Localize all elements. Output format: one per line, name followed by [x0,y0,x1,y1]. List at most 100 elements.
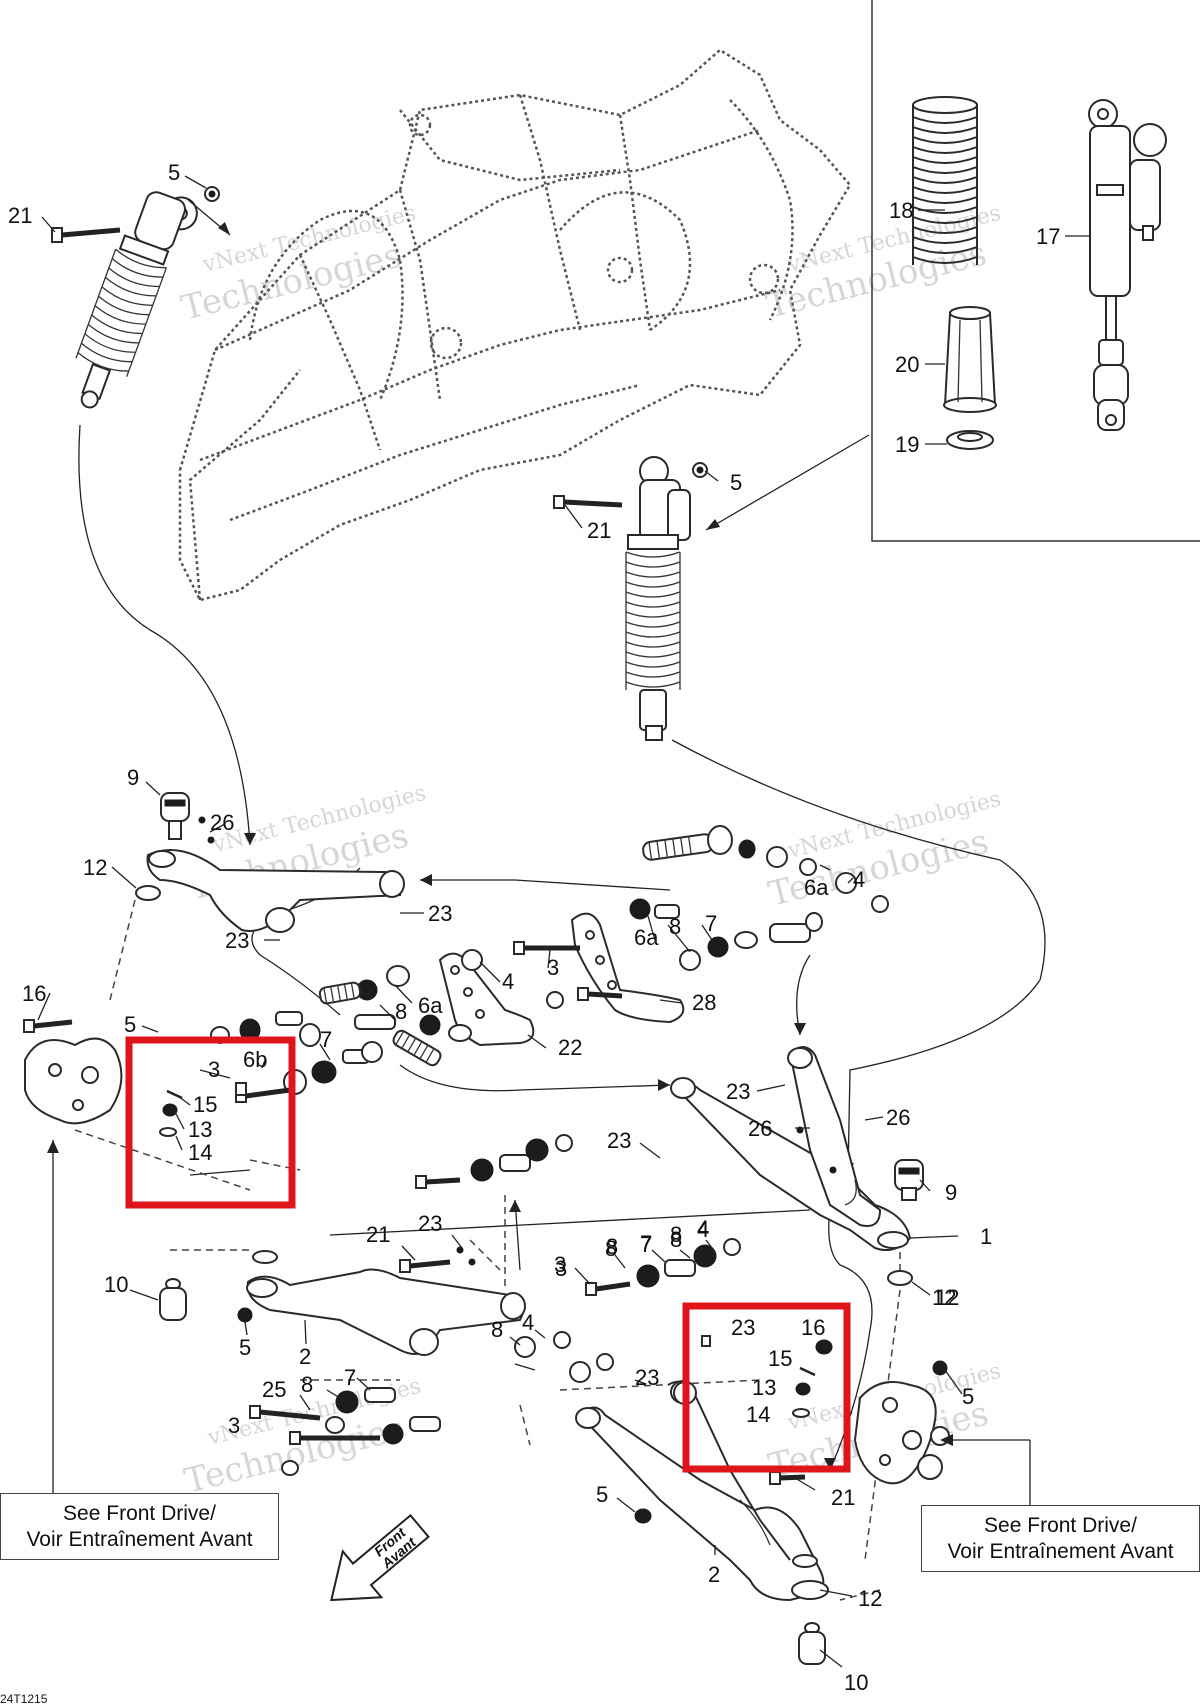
callout: 13 [188,1117,212,1142]
callout: 9 [127,765,139,790]
callout: 6a [634,925,659,950]
bolt-21-mid [553,495,623,509]
callout: 26 [210,810,234,835]
note-box-left: See Front Drive/ Voir Entraînement Avant [0,1493,279,1560]
connector-lines [78,424,1046,1471]
shock-absorber-part [1088,99,1167,431]
callout: 21 [8,203,32,228]
callout: 3 [208,1057,220,1082]
callout: 2 [299,1344,311,1369]
front-direction-arrow: Front Avant [330,1513,430,1602]
callout-leaders [37,175,1090,1668]
bushing-row-6 [585,1238,741,1296]
callout: 12 [935,1285,959,1310]
callout: 12 [858,1586,882,1611]
callout: 5 [239,1335,251,1360]
callout: 7 [705,911,717,936]
callout: 4 [522,1310,534,1335]
note-pointers [47,1140,1031,1505]
note-right-line1: See Front Drive/ [984,1514,1137,1537]
callout: 5 [730,470,742,495]
callout: 8 [491,1317,503,1342]
callout: 3 [547,955,559,980]
highlight-box-right [682,1302,851,1473]
ball-joint-9-right [894,1159,924,1201]
spring-part [912,96,978,265]
bushing-row-2 [513,898,823,1024]
callout: 5 [596,1482,608,1507]
note-left-line2: Voir Entraînement Avant [26,1528,253,1551]
callout: 21 [587,518,611,543]
left-knuckle [23,1019,123,1125]
callout: 23 [225,928,249,953]
callout: 26 [748,1116,772,1141]
callout: 23 [635,1365,659,1390]
upper-right-a-arm [670,1046,924,1286]
bushing-row-3 [318,949,564,1047]
callout: 7 [640,1231,652,1256]
callout: 3 [554,1252,566,1277]
callout: 28 [692,990,716,1015]
note-box-right: See Front Drive/ Voir Entraînement Avant [921,1505,1200,1572]
highlight-box-left [125,1036,296,1209]
callout: 6b [243,1047,267,1072]
vehicle-frame [178,48,852,602]
callout: 26 [886,1105,910,1130]
callout: 10 [844,1670,868,1695]
callout: 23 [731,1315,755,1340]
note-right-line2: Voir Entraînement Avant [947,1540,1174,1563]
callout: 15 [193,1092,217,1117]
callout: 21 [831,1485,855,1510]
shock-detail-inset [871,0,1200,542]
callout: 12 [932,1285,956,1310]
right-knuckle [853,1360,950,1485]
callout: 8 [395,999,407,1024]
bushing-row-5 [415,1134,573,1189]
callouts: 5 21 18 17 20 19 5 21 9 26 12 23 23 6a 4… [8,160,1060,1695]
bolt-21-top [51,227,121,243]
lower-left-hardware [249,1387,441,1476]
callout: 13 [752,1375,776,1400]
retainer-part [946,430,994,450]
callout: 3 [228,1413,240,1438]
callout: 6a [804,875,829,900]
callout: 14 [188,1140,212,1165]
callout: 25 [262,1377,286,1402]
callout: 8 [669,914,681,939]
callout: 8 [605,1236,617,1261]
callout: 23 [607,1128,631,1153]
hardware-15-13-14-left [159,1089,183,1137]
callout: 4 [697,1217,709,1242]
hardware-rows [23,825,889,1296]
callout: 7 [320,1027,332,1052]
center-shock-absorber [553,434,870,741]
callout: 10 [104,1272,128,1297]
callout: 23 [418,1211,442,1236]
spacer-part [943,306,997,413]
callout: 12 [83,855,107,880]
callout: 14 [746,1402,770,1427]
callout: 3 [555,1256,567,1281]
note-left-line1: See Front Drive/ [63,1502,216,1525]
callout: 21 [366,1222,390,1247]
drawing-id: 24T1215 [0,1692,48,1706]
callout: 2 [708,1562,720,1587]
callout: 19 [895,432,919,457]
callout: 8 [301,1372,313,1397]
callout: 5 [962,1384,974,1409]
callout: 9 [945,1180,957,1205]
callout: 16 [22,981,46,1006]
ball-joint-10-right [798,1622,826,1665]
callout: 5 [168,160,180,185]
callout: 17 [1036,224,1060,249]
callout: 1 [980,1224,992,1249]
callout: 20 [895,352,919,377]
callout: 7 [344,1365,356,1390]
callout: 7 [640,1232,652,1257]
callout: 8 [670,1222,682,1247]
lower-left-a-arm [159,1246,614,1383]
callout: 6a [418,993,443,1018]
nut-5-mid [692,462,708,478]
callout: 23 [726,1079,750,1104]
